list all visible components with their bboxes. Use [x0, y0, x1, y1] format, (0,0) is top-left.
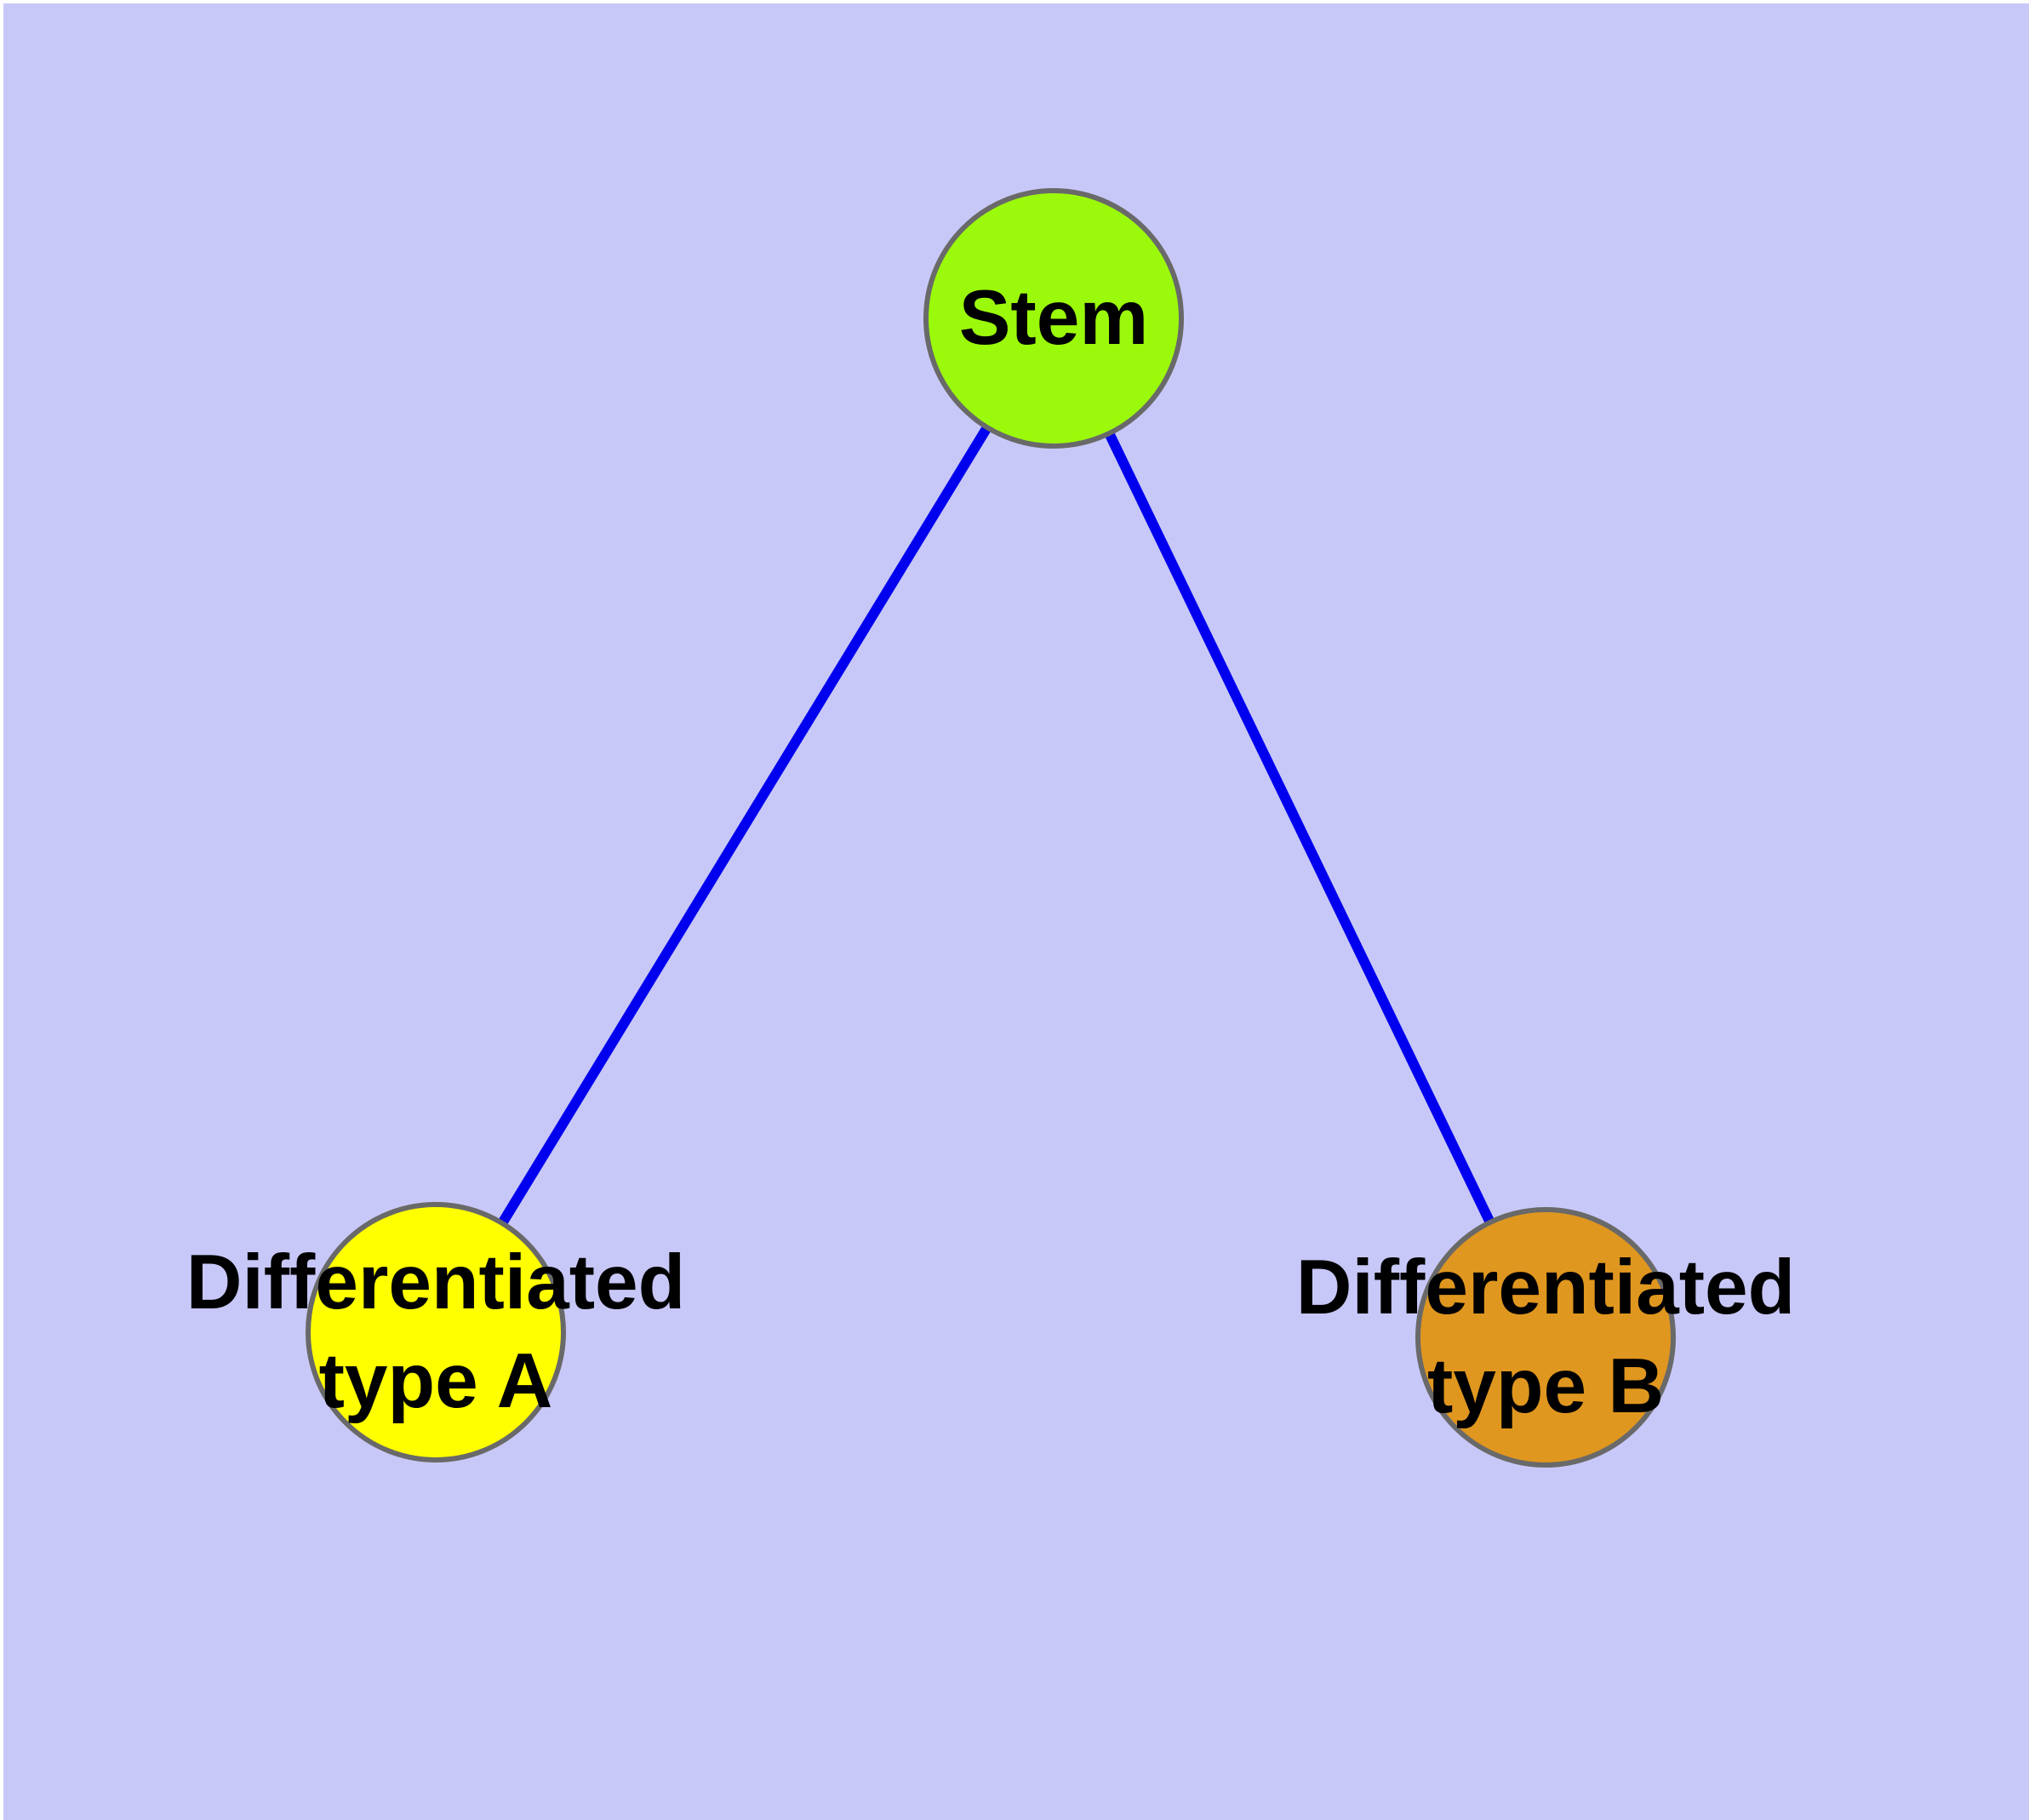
node-differentiated-type-a-label-line2: type A — [318, 1338, 553, 1424]
node-differentiated-type-a-label: Differentiated type A — [186, 1233, 686, 1431]
edge-stem-to-type-a — [431, 315, 1059, 1336]
node-differentiated-type-b-label-line2: type B — [1426, 1343, 1665, 1429]
node-differentiated-type-b-label-line1: Differentiated — [1295, 1245, 1796, 1331]
edge-stem-to-type-b — [1049, 316, 1551, 1340]
node-differentiated-type-b-label: Differentiated type B — [1296, 1239, 1796, 1436]
node-differentiated-type-a — [306, 1202, 566, 1462]
node-differentiated-type-a-label-line1: Differentiated — [186, 1239, 686, 1325]
node-stem-label: Stem — [959, 269, 1149, 368]
node-differentiated-type-b — [1415, 1207, 1676, 1468]
node-stem — [923, 188, 1184, 449]
node-stem-label-line1: Stem — [958, 275, 1149, 361]
